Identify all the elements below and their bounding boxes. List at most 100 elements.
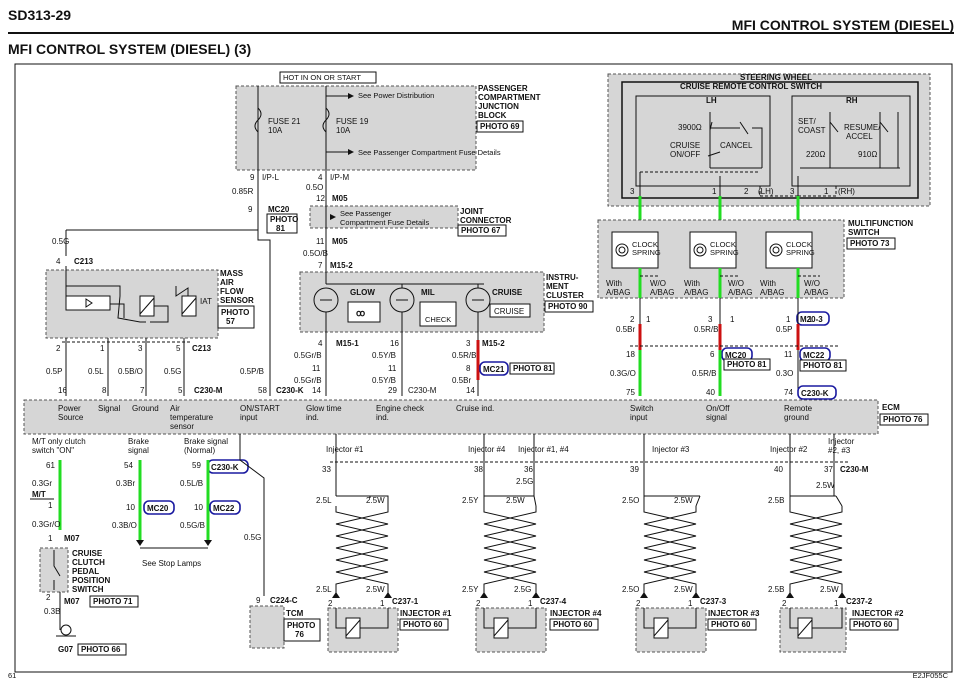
wire-05l: 0.5L [88,367,104,376]
svg-text:A/BAG: A/BAG [650,288,674,297]
page-number: 61 [8,671,16,680]
mc22-brake: MC22 [213,504,235,513]
cancel-label: CANCEL [720,141,753,150]
right-pin-75: 75 [626,388,635,397]
sw-pin-3b: 3 [790,187,795,196]
wire-05br-r: 0.5Br [616,325,635,334]
svg-text:PHOTO: PHOTO [287,621,315,630]
ecm: ECM PHOTO 76 Power Source Signal Ground … [23,399,929,435]
c230k-brake: C230-K [211,463,239,472]
junction-name: PASSENGER [478,84,528,93]
mc20-top-conn: MC20 [268,205,290,214]
sw-pin-1: 1 [712,187,717,196]
injector-coil-1 [335,495,389,596]
svg-text:INJECTOR #4: INJECTOR #4 [550,609,602,618]
sw-pin-3: 3 [630,187,635,196]
inj4-top: Injector #4 [468,445,506,454]
svg-text:1: 1 [786,315,791,324]
wire-03b: 0.3B [44,607,60,616]
inj2-a-upper: 2.5B [768,496,784,505]
wire-05grb-2: 0.5Gr/B [294,376,322,385]
ecm-cruise-ind: Cruise ind. [456,404,494,413]
mid-pin-8: 8 [466,364,471,373]
maf-iat: IAT [200,297,212,306]
see-power-dist: See Power Distribution [358,91,434,100]
junction-block: HOT IN ON OR START FUSE 21 10A FUSE 19 1… [235,71,541,182]
tcm-pin-9: 9 [256,596,261,605]
right-pin-74: 74 [784,388,793,397]
svg-text:A/BAG: A/BAG [684,288,708,297]
diagram-code: SD313-29 [8,7,71,23]
svg-text:8: 8 [102,386,107,395]
multifunction-switch: MULTIFUNCTION SWITCH PHOTO 73 CLOCK SPRI… [597,219,913,299]
c230k-right: C230-K [801,389,829,398]
cluster-pin-16: 16 [390,339,399,348]
svg-text:2: 2 [46,593,51,602]
svg-text:MENT: MENT [546,282,569,291]
mc20-right-photo: PHOTO 81 [727,360,767,369]
svg-text:CLUTCH: CLUTCH [72,558,105,567]
wire-05lb: 0.5L/B [180,479,203,488]
svg-text:A/BAG: A/BAG [606,288,630,297]
svg-text:61: 61 [46,461,55,470]
sw-pin-1b: 1 [824,187,829,196]
mc21-photo: PHOTO 81 [513,364,553,373]
svg-text:2.5O: 2.5O [622,585,639,594]
ecm-engine-check: Engine check [376,404,425,413]
svg-text:ind.: ind. [306,413,319,422]
wire-03br: 0.3Br [116,479,135,488]
c230m-inj: C230-M [840,465,869,474]
svg-text:59: 59 [192,461,201,470]
joint-pin-11: 11 [316,237,325,246]
maf-pin-5: 5 [176,344,181,353]
svg-text:Source: Source [58,413,84,422]
svg-text:37: 37 [824,465,833,474]
wire-05ob: 0.5O/B [303,249,328,258]
junction-photo: PHOTO 69 [480,122,520,131]
svg-text:INJECTOR #1: INJECTOR #1 [400,609,452,618]
svg-text:58: 58 [258,386,267,395]
svg-text:29: 29 [388,386,397,395]
svg-text:1: 1 [48,534,53,543]
right-pin-40: 40 [706,388,715,397]
svg-text:INJECTOR #3: INJECTOR #3 [708,609,760,618]
inj3-a-upper: 2.5O [622,496,639,505]
wire-05rb-r2: 0.5R/B [692,369,716,378]
cluster-name: INSTRU- [546,273,579,282]
maf-conn-c213b: C213 [192,344,212,353]
injectors-section: Injector #1 Injector #4 Injector #1, #4 … [316,434,904,653]
clock-spring-1: CLOCK [632,240,658,249]
fuse21-label: FUSE 21 [268,117,301,126]
svg-text:54: 54 [124,461,133,470]
hot-label: HOT IN ON OR START [283,73,361,82]
rh-tag: (RH) [838,187,855,196]
ecm-photo: PHOTO 76 [883,415,923,424]
svg-text:Compartment Fuse Details: Compartment Fuse Details [340,218,429,227]
glow-label: GLOW [350,288,375,297]
joint-connector-box [309,205,459,229]
clock-spring-2: CLOCK [710,240,736,249]
svg-text:C237-2: C237-2 [846,597,873,606]
cluster-conn-top: M15-2 [330,261,353,270]
svg-text:FLOW: FLOW [220,287,244,296]
injector-unit-1: 2.5L 2.5W 2 1 C237-1 INJECTOR #1 PHOTO 6… [316,585,452,653]
wire-05g-tcm: 0.5G [244,533,261,542]
svg-text:33: 33 [322,465,331,474]
svg-text:temperature: temperature [170,413,214,422]
figure-ref: E2JF055C [913,671,949,680]
cruise-onoff: CRUISE [670,141,700,150]
wire-05br: 0.5Br [452,376,471,385]
m07-conn-b: M07 [64,597,80,606]
svg-text:SENSOR: SENSOR [220,296,254,305]
svg-text:5: 5 [178,386,183,395]
diagram-frame [14,63,953,673]
svg-text:SWITCH: SWITCH [848,228,880,237]
wire-03bo: 0.3B/O [112,521,137,530]
mc20-top-pin: 9 [248,205,253,214]
cruise-remote-switch: CRUISE REMOTE CONTROL SWITCH [680,82,822,91]
inj3-b-upper: 2.5W [674,496,693,505]
wire-03grb: 0.3Gr/O [32,520,60,529]
pin-9-ipl: 9 [250,173,255,182]
injector-unit-3: 2.5O 2.5W 2 1 C237-3 INJECTOR #3 PHOTO 6… [622,585,760,653]
wire-03go: 0.3G/O [610,369,636,378]
